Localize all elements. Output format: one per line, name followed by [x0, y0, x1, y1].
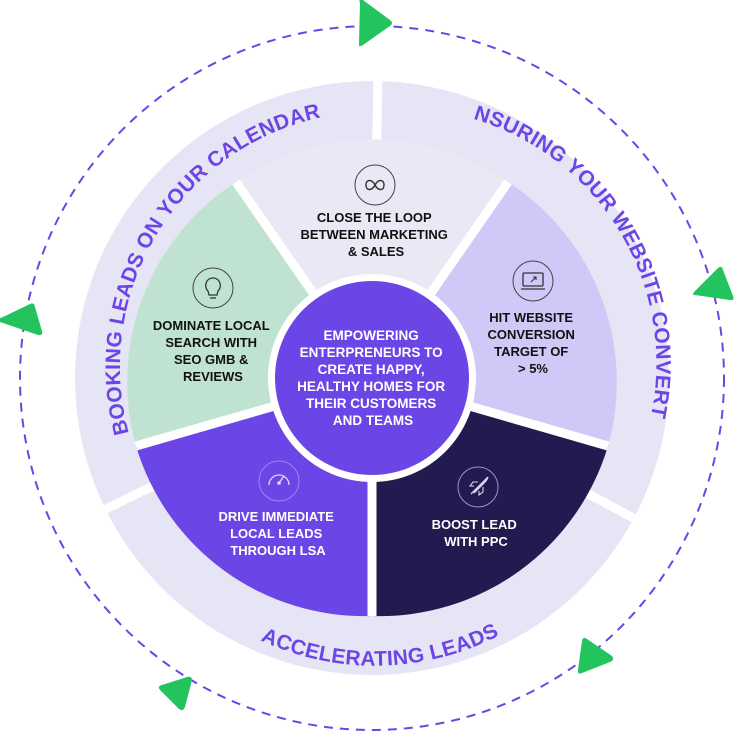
rocket-icon: [457, 466, 499, 508]
segment-right-text: HIT WEBSITE CONVERSION TARGET OF > 5%: [487, 310, 578, 376]
orbit-arrow-top: [358, 0, 392, 47]
segment-left-text: DOMINATE LOCAL SEARCH WITH SEO GMB & REV…: [153, 318, 273, 384]
orbit-arrow-bottom-right: [577, 637, 614, 674]
segment-top[interactable]: [236, 139, 508, 378]
center-circle: [275, 281, 469, 475]
monitor-icon: [512, 260, 554, 302]
orbit-arrow-bottom-left: [158, 676, 192, 711]
center-text: EMPOWERING ENTERPRENEURS TO CREATE HAPPY…: [297, 328, 449, 428]
dashed-orbit-circle: [19, 25, 725, 731]
lightbulb-icon: [192, 267, 234, 309]
infinity-icon: [354, 164, 396, 206]
segment-top-text: CLOSE THE LOOP BETWEEN MARKETING & SALES: [301, 210, 452, 259]
segment-bottom-left-text: DRIVE IMMEDIATE LOCAL LEADS THROUGH LSA: [219, 509, 338, 558]
orbit-arrow-left: [0, 303, 43, 336]
segment-bottom-right-text: BOOST LEAD WITH PPC: [432, 517, 521, 549]
gauge-icon: [258, 460, 300, 502]
orbit-arrow-right: [693, 266, 734, 301]
